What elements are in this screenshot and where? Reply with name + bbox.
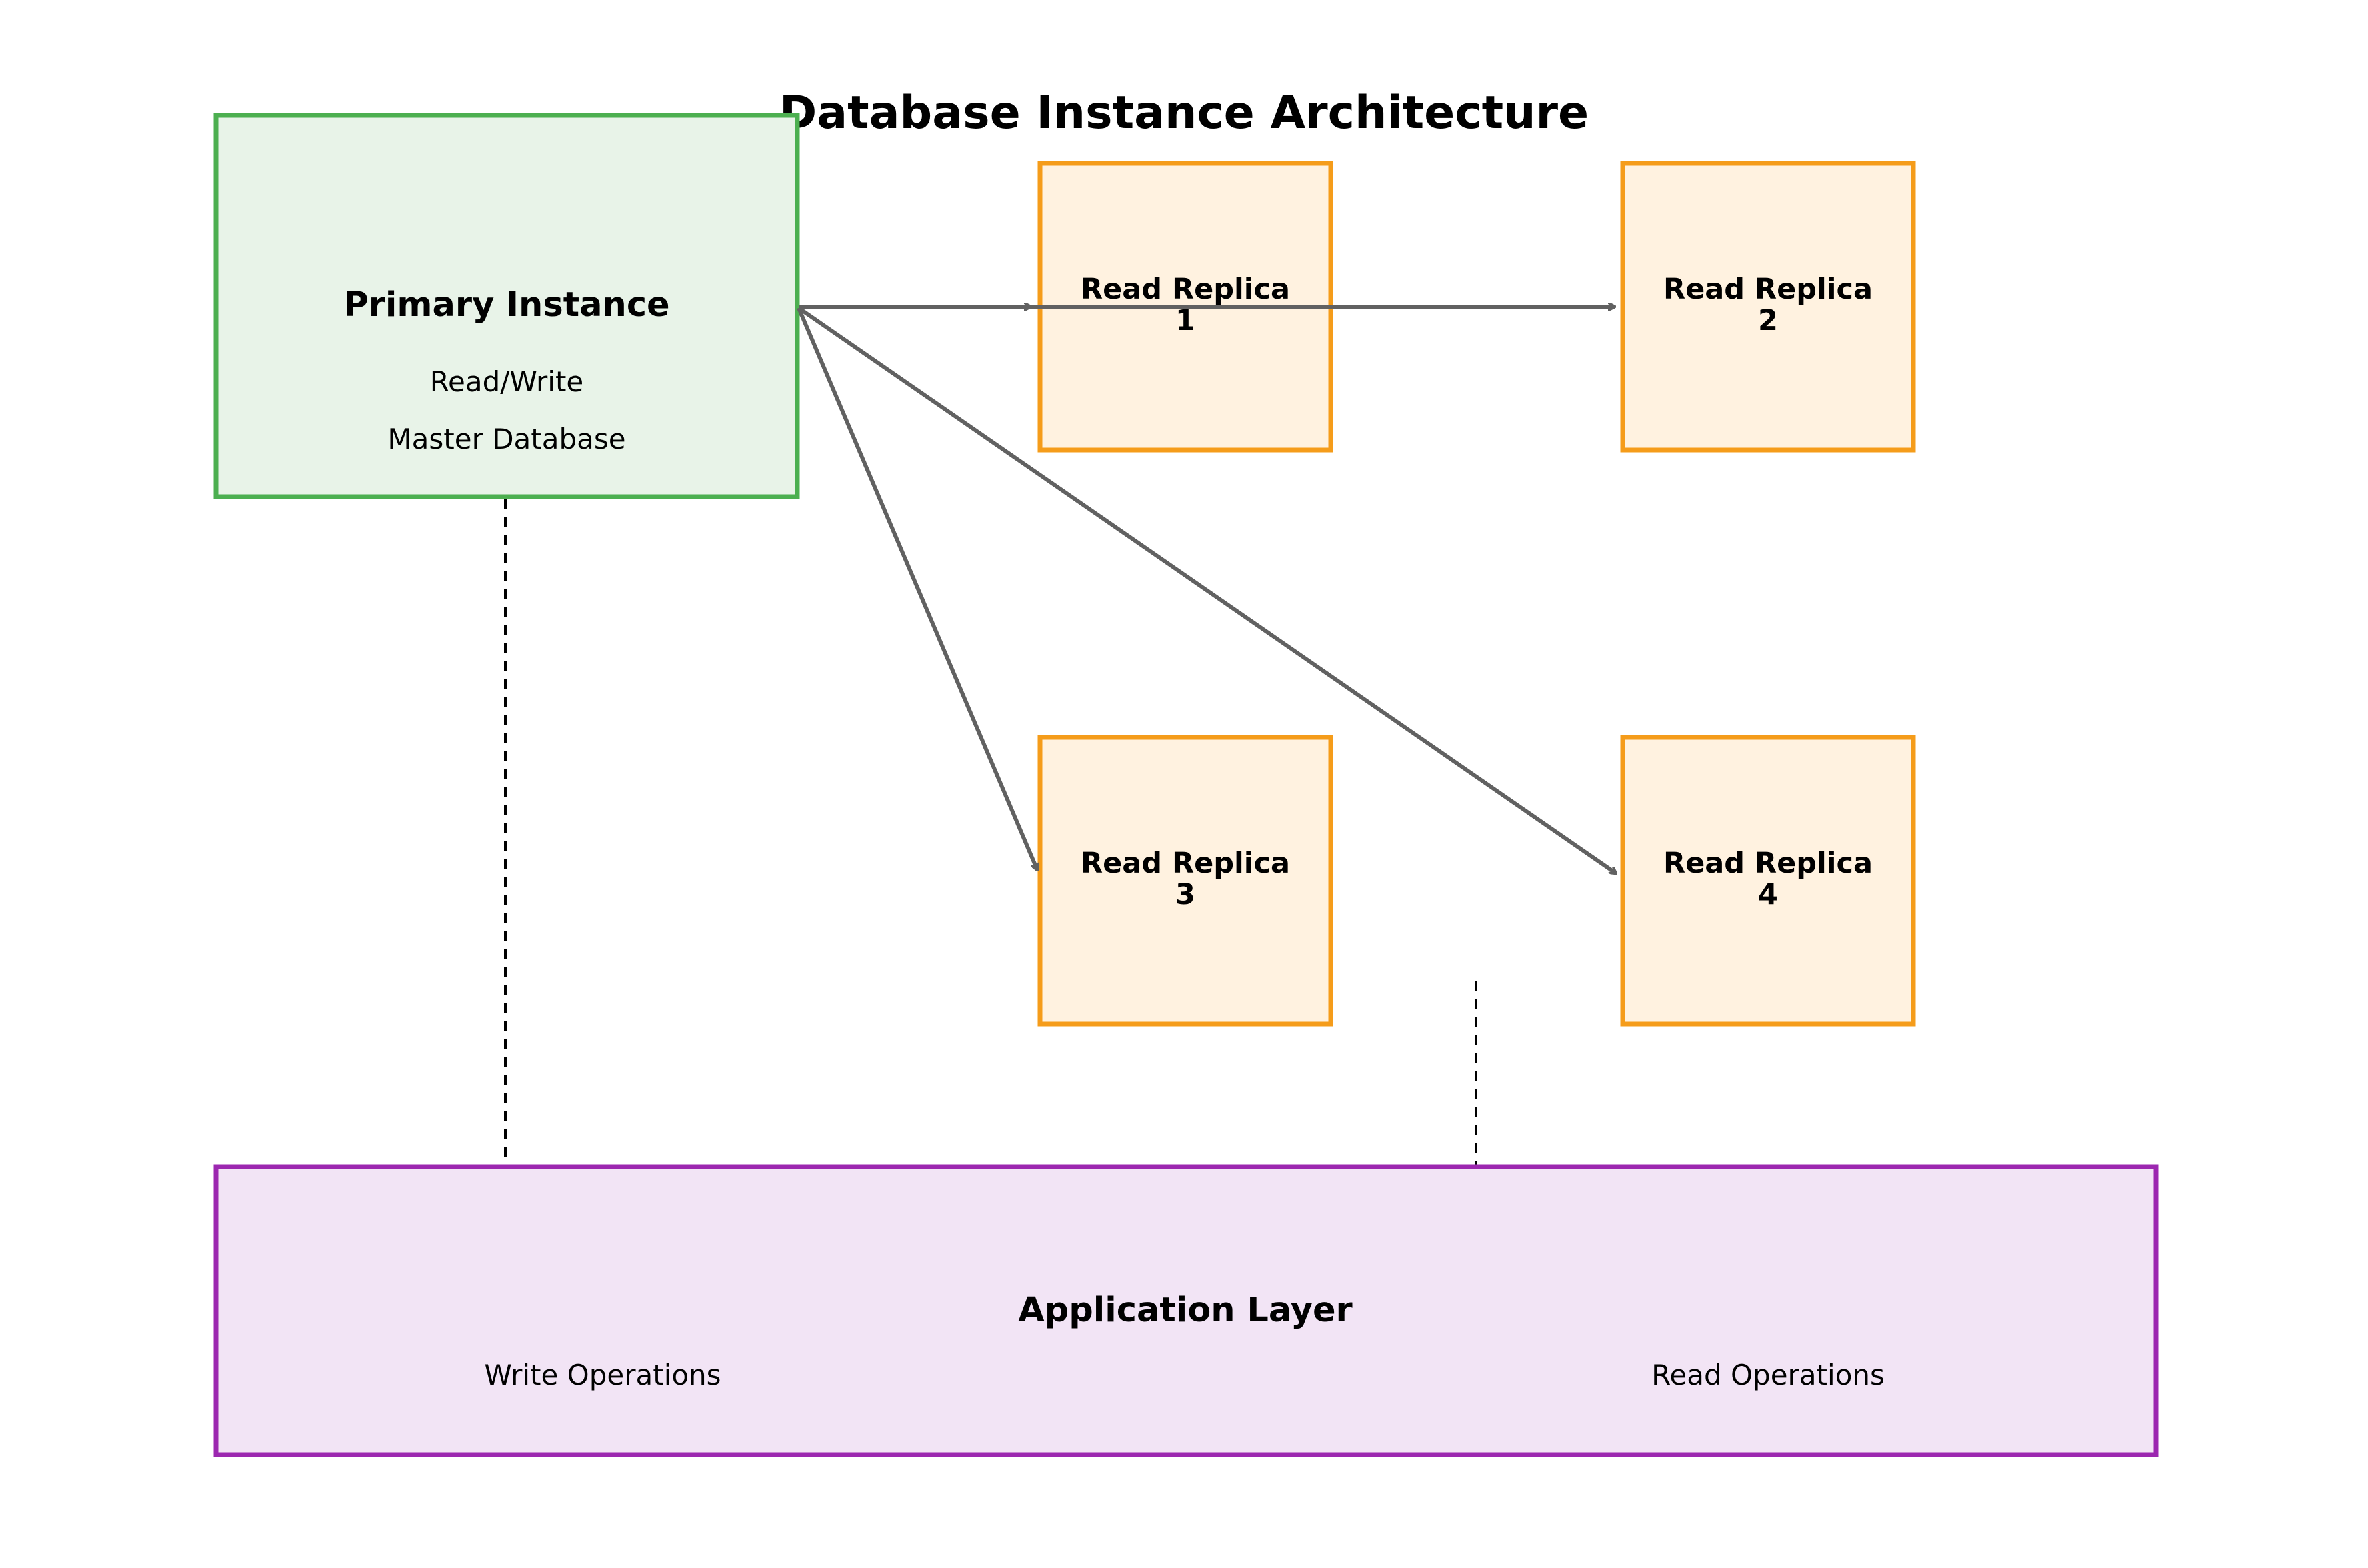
primary-instance-role: Master Database bbox=[387, 423, 625, 455]
diagram-title: Database Instance Architecture bbox=[779, 87, 1589, 139]
primary-instance-title: Primary Instance bbox=[343, 285, 669, 325]
application-layer-box: Application Layer Write Operations Read … bbox=[213, 1164, 2159, 1457]
read-replica-2-box: Read Replica 2 bbox=[1620, 161, 1916, 453]
primary-instance-mode: Read/Write bbox=[430, 365, 584, 398]
primary-instance-box: Primary Instance Read/Write Master Datab… bbox=[213, 113, 800, 499]
replication-arrow-4 bbox=[797, 306, 1616, 873]
replication-arrow-3 bbox=[797, 307, 1037, 870]
read-replica-2-label: Read Replica bbox=[1663, 273, 1873, 306]
read-replica-2-number: 2 bbox=[1758, 304, 1778, 337]
read-replica-3-box: Read Replica 3 bbox=[1037, 735, 1333, 1027]
read-replica-3-number: 3 bbox=[1175, 878, 1195, 911]
application-layer-title: Application Layer bbox=[1018, 1291, 1352, 1330]
read-replica-1-number: 1 bbox=[1175, 304, 1195, 337]
read-replica-4-label: Read Replica bbox=[1663, 847, 1873, 880]
read-replica-1-label: Read Replica bbox=[1081, 273, 1290, 306]
read-operations-label: Read Operations bbox=[1651, 1359, 1885, 1391]
write-operations-label: Write Operations bbox=[484, 1359, 721, 1391]
read-replica-4-number: 4 bbox=[1758, 878, 1778, 911]
read-replica-3-label: Read Replica bbox=[1081, 847, 1290, 880]
read-replica-4-box: Read Replica 4 bbox=[1620, 735, 1916, 1027]
